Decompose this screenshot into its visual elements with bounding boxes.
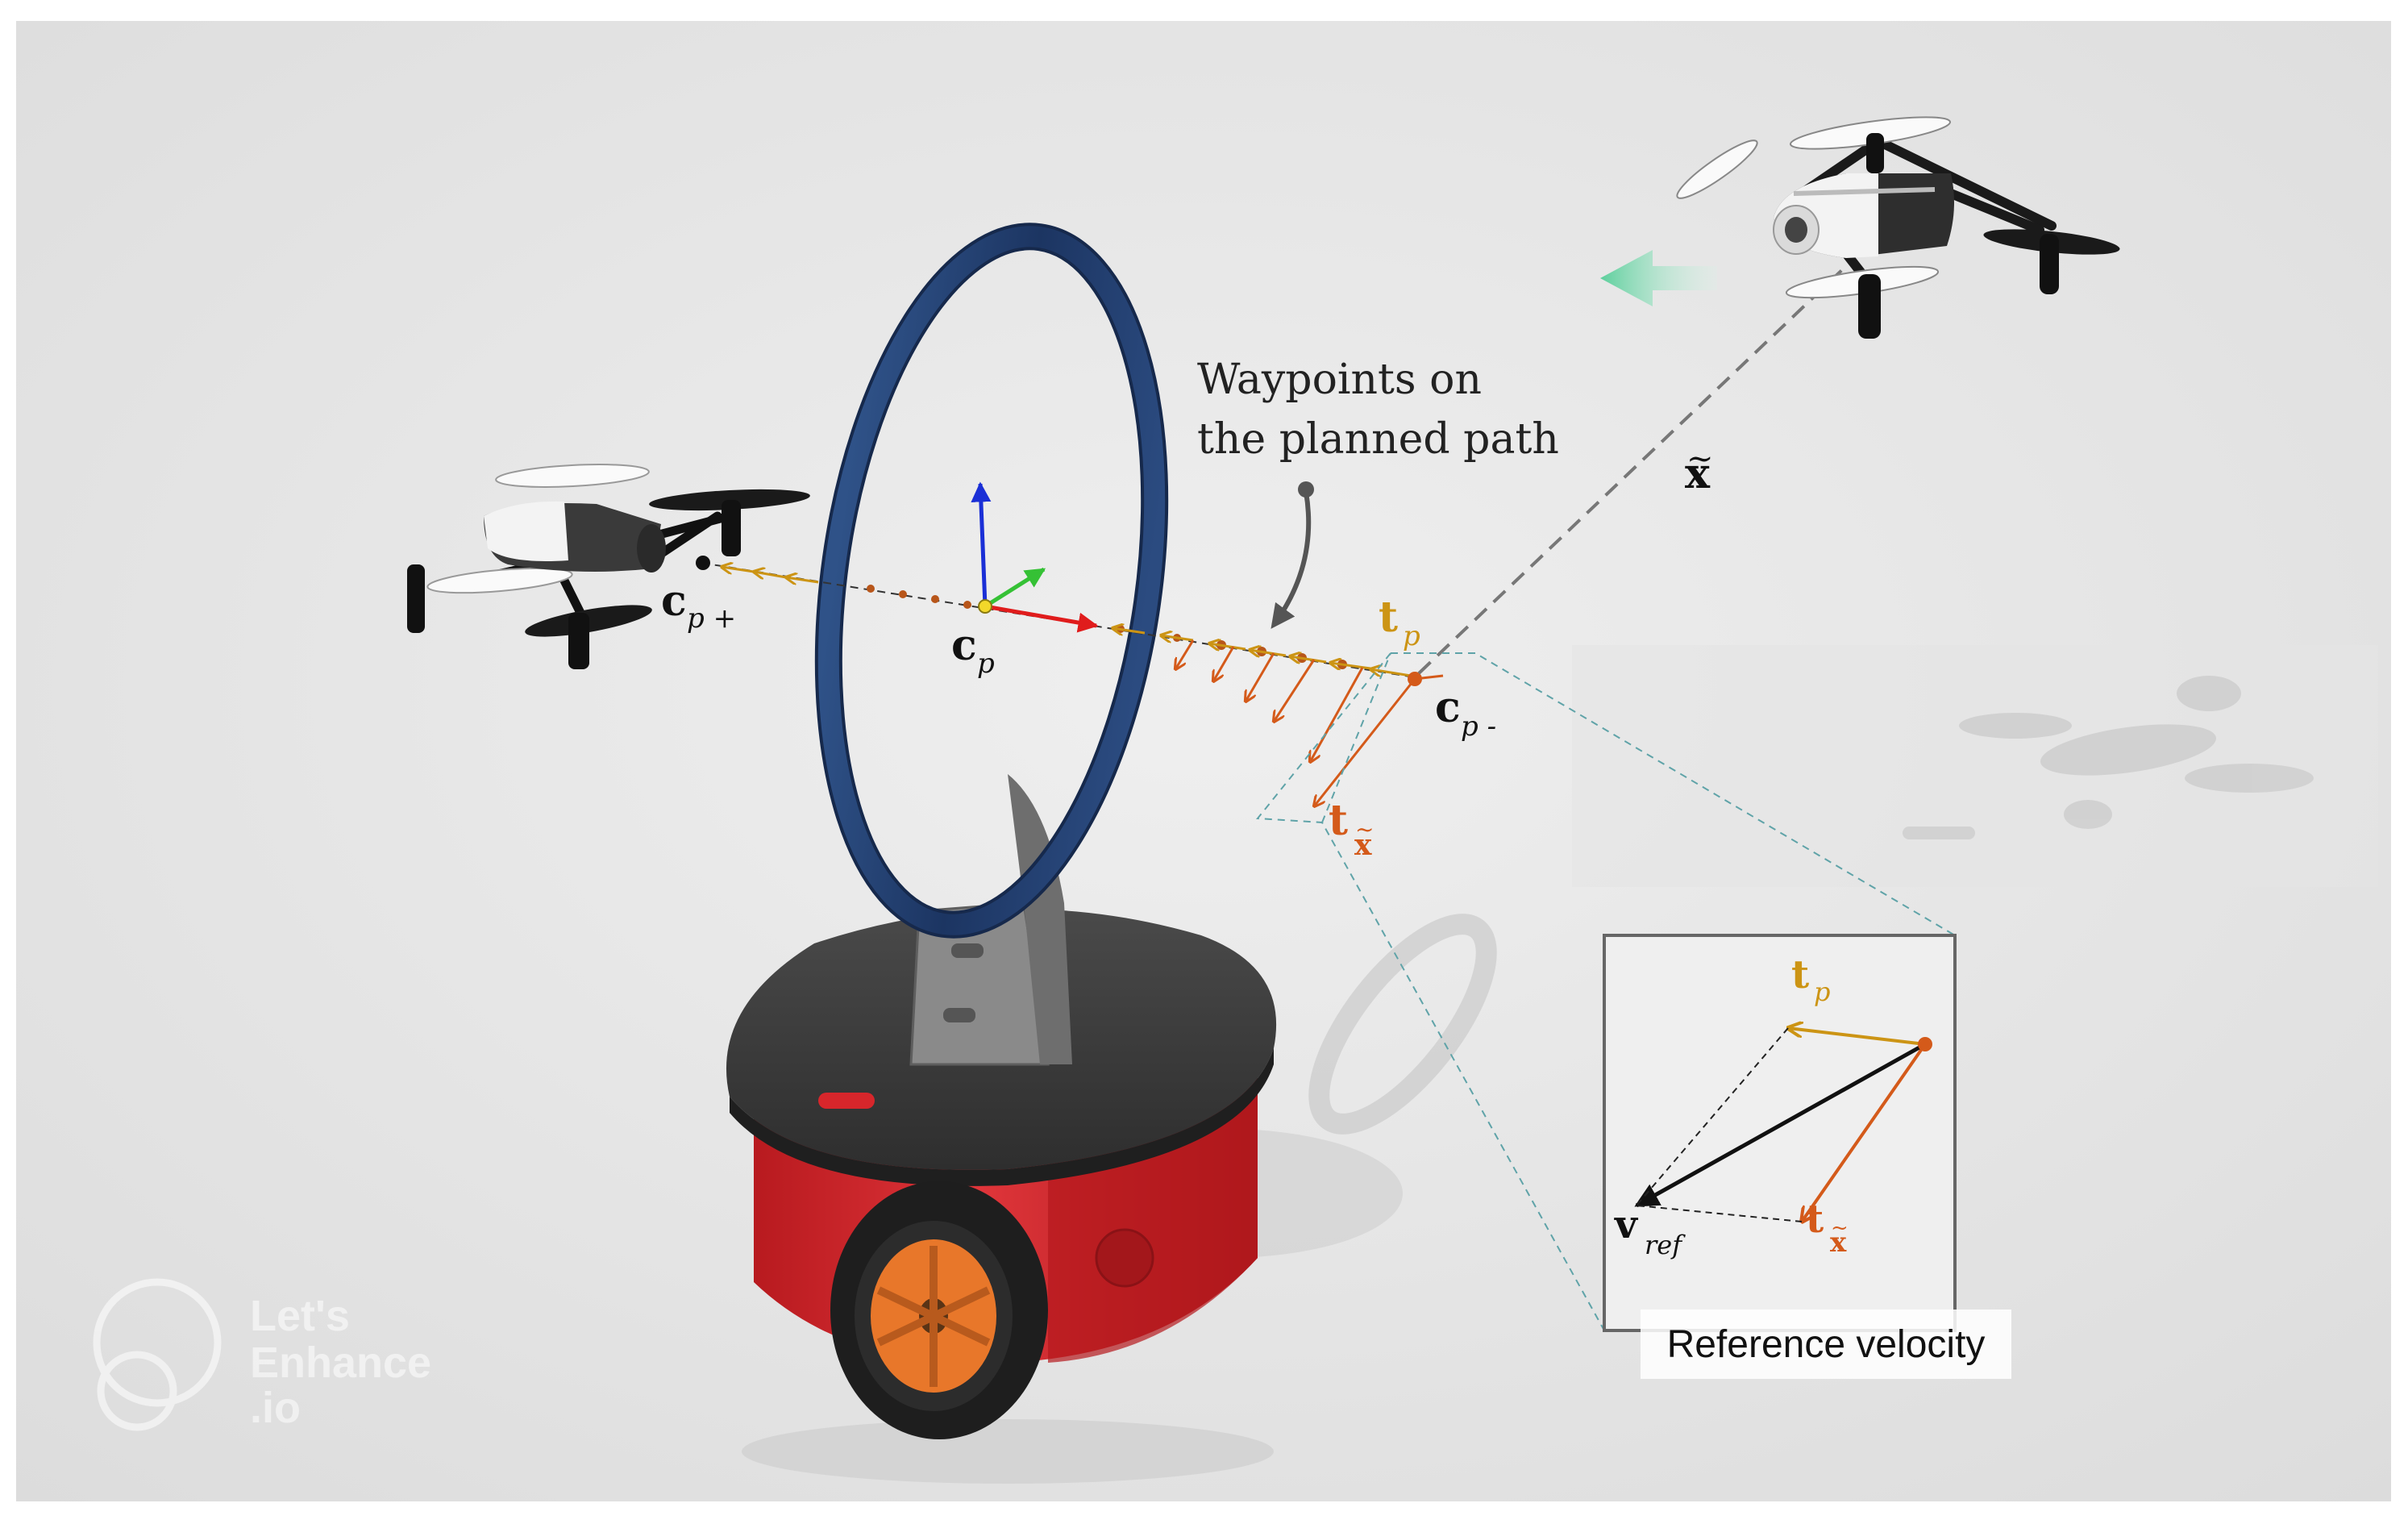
inset-label-t-p: t p <box>1791 952 1830 1007</box>
inset-label-t-x-tilde: t x ~ <box>1806 1197 1849 1259</box>
label-c-p-plus: c p + <box>661 556 736 635</box>
svg-text:c: c <box>661 577 687 626</box>
svg-text:x: x <box>1354 828 1372 862</box>
hoop-frame-axes <box>971 481 1099 633</box>
svg-text:v: v <box>1614 1202 1639 1247</box>
inset-caption: Reference velocity <box>1667 1323 1986 1366</box>
label-t-x-tilde: t x ~ <box>1329 796 1374 862</box>
label-x-tilde: x ~ <box>1685 440 1714 498</box>
ground-robot-icon <box>726 774 1277 1484</box>
svg-text:p: p <box>977 647 995 680</box>
x-tilde-line <box>1417 264 1848 675</box>
lets-enhance-logo-icon <box>93 1278 222 1431</box>
svg-text:~: ~ <box>1355 816 1374 843</box>
annotation-line-1: Waypoints on <box>1197 356 1482 404</box>
quadcopter-drone-right-icon <box>1676 116 2120 339</box>
svg-text:Enhance: Enhance <box>250 1339 431 1387</box>
label-t-p: t p <box>1379 593 1420 652</box>
svg-text:Let's: Let's <box>250 1292 350 1340</box>
label-c-p: c p <box>951 621 995 680</box>
svg-text:t: t <box>1791 952 1809 997</box>
svg-text:~: ~ <box>1686 440 1714 477</box>
svg-text:p +: p + <box>687 602 736 635</box>
reference-velocity-inset <box>1603 934 1957 1332</box>
svg-text:p: p <box>1403 620 1420 652</box>
svg-text:p -: p - <box>1461 710 1496 743</box>
svg-text:c: c <box>1435 683 1461 732</box>
svg-text:p: p <box>1814 976 1830 1007</box>
motion-direction-arrow <box>1600 250 1717 306</box>
gate-ring-icon <box>814 223 1169 939</box>
svg-text:x: x <box>1830 1226 1847 1259</box>
quadcopter-drone-left-icon <box>407 464 810 669</box>
svg-text:t: t <box>1379 593 1398 642</box>
inset-callout-lines <box>1256 652 1956 1331</box>
inset-label-v-ref: v ref <box>1614 1202 1686 1260</box>
drone-shadow <box>1903 676 2314 839</box>
svg-text:~: ~ <box>1831 1216 1849 1240</box>
annotation-line-2: the planned path <box>1197 415 1559 464</box>
annotation-pointer <box>1271 481 1314 629</box>
watermark-text: Let's Enhance .io <box>250 1292 431 1432</box>
label-c-p-minus: c p - <box>1435 683 1496 743</box>
svg-text:t: t <box>1806 1197 1824 1242</box>
svg-text:c: c <box>951 621 977 670</box>
svg-text:t: t <box>1329 796 1348 845</box>
hoop-shadow <box>1308 914 1497 1135</box>
svg-text:.io: .io <box>250 1384 301 1432</box>
svg-text:ref: ref <box>1645 1230 1686 1260</box>
svg-text:x: x <box>1685 449 1711 498</box>
